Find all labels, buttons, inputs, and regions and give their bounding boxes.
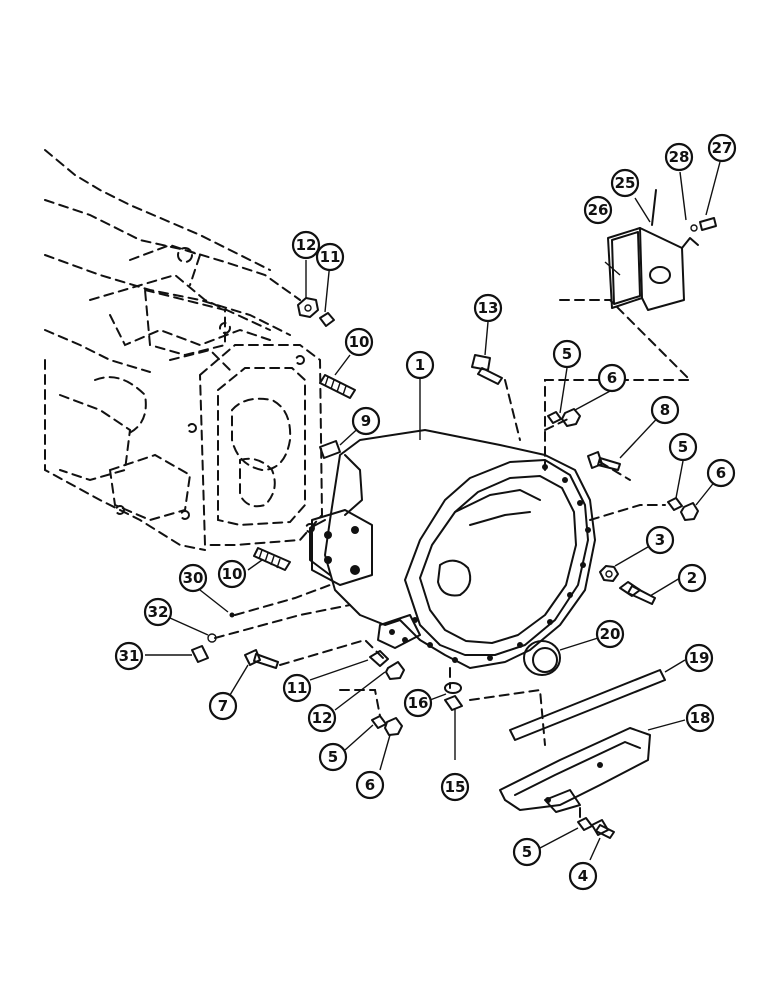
transmission-housing-outline: [44, 149, 324, 551]
svg-text:6: 6: [716, 464, 726, 482]
callout-11-top: 11: [315, 242, 345, 272]
svg-text:6: 6: [365, 776, 375, 794]
small-parts: [191, 189, 717, 839]
callout-6-top: 6: [597, 363, 627, 393]
callout-1: 1: [405, 350, 435, 380]
callout-25: 25: [610, 168, 640, 198]
svg-text:12: 12: [312, 709, 333, 727]
assembly-lines: [214, 299, 693, 823]
svg-text:12: 12: [296, 236, 317, 254]
svg-text:20: 20: [600, 625, 621, 643]
callout-11-lower: 11: [282, 673, 312, 703]
svg-text:5: 5: [328, 748, 338, 766]
callout-5-top: 5: [552, 339, 582, 369]
svg-text:18: 18: [690, 709, 711, 727]
svg-text:5: 5: [522, 843, 532, 861]
clutch-housing: [309, 429, 596, 669]
svg-text:31: 31: [119, 647, 140, 665]
callout-27: 27: [707, 133, 737, 163]
svg-text:8: 8: [660, 401, 670, 419]
svg-text:3: 3: [655, 531, 665, 549]
svg-text:11: 11: [320, 248, 341, 266]
svg-text:11: 11: [287, 679, 308, 697]
svg-text:10: 10: [222, 565, 243, 583]
callout-13: 13: [473, 293, 503, 323]
callout-6-lower: 6: [355, 770, 385, 800]
callout-2: 2: [677, 563, 707, 593]
callouts: 1 2 3 4 5 5 5 5 6 6 6 7 8 9 10 10 11 11 …: [114, 133, 737, 891]
callout-19: 19: [684, 643, 714, 673]
callout-3: 3: [645, 525, 675, 555]
svg-text:10: 10: [349, 333, 370, 351]
svg-text:4: 4: [578, 867, 588, 885]
svg-text:25: 25: [615, 174, 636, 192]
svg-text:19: 19: [689, 649, 710, 667]
callout-31: 31: [114, 641, 144, 671]
callout-7: 7: [208, 691, 238, 721]
callout-12-lower: 12: [307, 703, 337, 733]
callout-6-right: 6: [706, 458, 736, 488]
callout-10-left: 10: [217, 559, 247, 589]
callout-15: 15: [440, 772, 470, 802]
svg-text:6: 6: [607, 369, 617, 387]
svg-text:26: 26: [588, 201, 609, 219]
svg-text:32: 32: [148, 603, 169, 621]
svg-text:15: 15: [445, 778, 466, 796]
svg-text:30: 30: [183, 569, 204, 587]
svg-text:13: 13: [478, 299, 499, 317]
callout-8: 8: [650, 395, 680, 425]
svg-text:28: 28: [669, 148, 690, 166]
svg-text:5: 5: [562, 345, 572, 363]
callout-5-right: 5: [668, 432, 698, 462]
svg-text:7: 7: [218, 697, 228, 715]
callout-5-bottom: 5: [512, 837, 542, 867]
svg-text:1: 1: [415, 356, 425, 374]
svg-text:9: 9: [361, 412, 371, 430]
callout-18: 18: [685, 703, 715, 733]
callout-20: 20: [595, 619, 625, 649]
callout-32: 32: [143, 597, 173, 627]
callout-12-top: 12: [291, 230, 321, 260]
svg-text:2: 2: [687, 569, 697, 587]
callout-10-top: 10: [344, 327, 374, 357]
callout-9: 9: [351, 406, 381, 436]
callout-4: 4: [568, 861, 598, 891]
svg-text:27: 27: [712, 139, 733, 157]
leader-lines: [145, 161, 721, 861]
svg-text:5: 5: [678, 438, 688, 456]
callout-28: 28: [664, 142, 694, 172]
svg-text:16: 16: [408, 694, 429, 712]
callout-16: 16: [403, 688, 433, 718]
callout-30: 30: [178, 563, 208, 593]
gasket-26-hatch: [611, 231, 641, 305]
callout-26: 26: [583, 195, 613, 225]
callout-5-lower: 5: [318, 742, 348, 772]
